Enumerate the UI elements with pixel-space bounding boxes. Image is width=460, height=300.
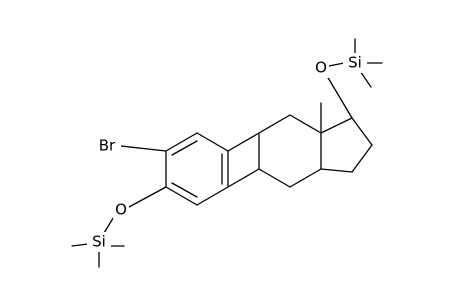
- atom-si-lower: Si: [87, 232, 111, 252]
- atom-br: Br: [93, 135, 121, 157]
- atom-label-o17: O: [315, 59, 327, 77]
- atom-label-si3: Si: [92, 233, 106, 251]
- bond-b-top: [227, 132, 260, 152]
- bond-a5-a6: [165, 186, 198, 206]
- bond-c2-br: [120, 145, 167, 152]
- bond-o-si-upper: [328, 62, 345, 67]
- bond-d2: [351, 117, 373, 146]
- bond-a5-a6-inner: [171, 182, 198, 198]
- bond-a2-a3: [196, 132, 229, 152]
- bond-a4-a5: [196, 186, 229, 206]
- bond-c4: [289, 168, 322, 188]
- bond-c3-o: [128, 186, 167, 208]
- atom-label-si17: Si: [348, 54, 362, 72]
- label-layer: Br O Si O Si: [87, 53, 367, 252]
- bond-c1: [258, 114, 291, 134]
- atom-o-ring-a: O: [113, 200, 129, 220]
- bond-a1-a2: [165, 132, 198, 152]
- bond-si-upper-me3: [359, 70, 372, 88]
- bond-si-lower-me1: [71, 243, 89, 247]
- bond-d4: [320, 168, 353, 173]
- atom-label-br: Br: [99, 137, 116, 155]
- bond-d1: [320, 117, 353, 134]
- bond-b-bottom: [227, 168, 260, 188]
- bond-c5: [258, 168, 291, 188]
- atom-si-upper: Si: [343, 53, 367, 73]
- bond-c17-o: [326, 75, 353, 119]
- bond-d3: [351, 144, 373, 173]
- bond-a1-a2-inner: [171, 140, 198, 156]
- bond-c2: [289, 114, 322, 134]
- bond-layer: [71, 38, 383, 268]
- atom-label-o3: O: [115, 201, 127, 219]
- atom-o-ring-d: O: [313, 58, 329, 78]
